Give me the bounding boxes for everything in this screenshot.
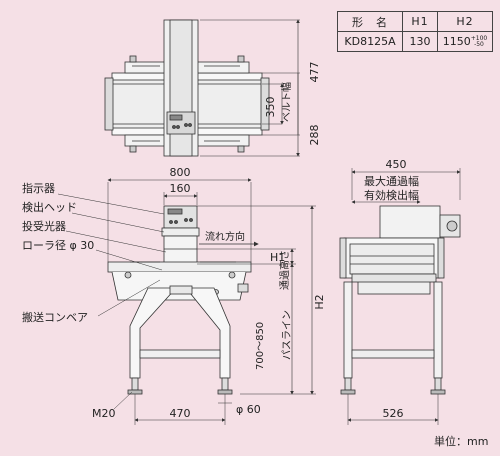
label-h1: H1: [270, 251, 285, 264]
label-effective-width: 有効検出幅: [364, 188, 419, 202]
spec-table: 形 名 H1 H2 KD8125A 130 1150+100-50: [337, 11, 493, 52]
label-clearance-height: 通過高さ: [278, 250, 291, 290]
top-view: [104, 19, 300, 157]
label-indicator: 指示器: [22, 181, 55, 195]
tol-plus: +100: [470, 35, 488, 42]
header-model: 形 名: [337, 11, 403, 32]
cell-h2: 1150+100-50: [437, 31, 493, 52]
dim-477: 477: [308, 62, 321, 83]
dim-526: 526: [383, 407, 404, 420]
label-m20: M20: [92, 407, 116, 420]
label-roller-diameter: ローラ径 φ 30: [22, 239, 94, 252]
front-view-labels: 800 160 指示器 検出ヘッド 投受光器 ローラ径 φ 30 搬送コンベア …: [22, 166, 326, 420]
unit-label: 単位：mm: [434, 435, 489, 448]
label-h2: H2: [313, 294, 326, 309]
top-view-labels: 477 350 ベルト幅 288: [264, 62, 321, 146]
cell-h1: 130: [402, 31, 438, 52]
dim-288: 288: [308, 125, 321, 146]
header-h1: H1: [402, 11, 438, 32]
label-conveyor: 搬送コンベア: [22, 310, 88, 324]
table-row: KD8125A 130 1150+100-50: [337, 31, 493, 52]
dim-450: 450: [386, 158, 407, 171]
label-emitter-receiver: 投受光器: [22, 219, 66, 233]
cell-model: KD8125A: [337, 31, 403, 52]
label-max-pass-width: 最大通過幅: [364, 174, 419, 188]
label-passline: パスライン: [281, 310, 293, 360]
header-h2: H2: [437, 11, 493, 32]
label-pass-height: 700〜850: [255, 322, 266, 370]
h2-value: 1150: [442, 35, 471, 48]
spec-table-header: 形 名 H1 H2: [337, 11, 493, 32]
side-view-labels: 450 最大通過幅 有効検出幅 526: [364, 158, 419, 420]
label-detection-head: 検出ヘッド: [22, 200, 77, 214]
h2-tolerance: +100-50: [471, 36, 487, 48]
belt-width-label: ベルト幅: [280, 82, 293, 122]
front-view: [57, 178, 316, 425]
dim-800: 800: [170, 166, 191, 179]
dim-350: 350: [264, 97, 277, 118]
label-flow-direction: 流れ方向: [205, 230, 245, 243]
side-view: [339, 168, 461, 425]
dim-phi60: φ 60: [236, 403, 261, 416]
tol-minus: -50: [474, 41, 484, 48]
dim-470: 470: [170, 407, 191, 420]
dim-160: 160: [170, 182, 191, 195]
